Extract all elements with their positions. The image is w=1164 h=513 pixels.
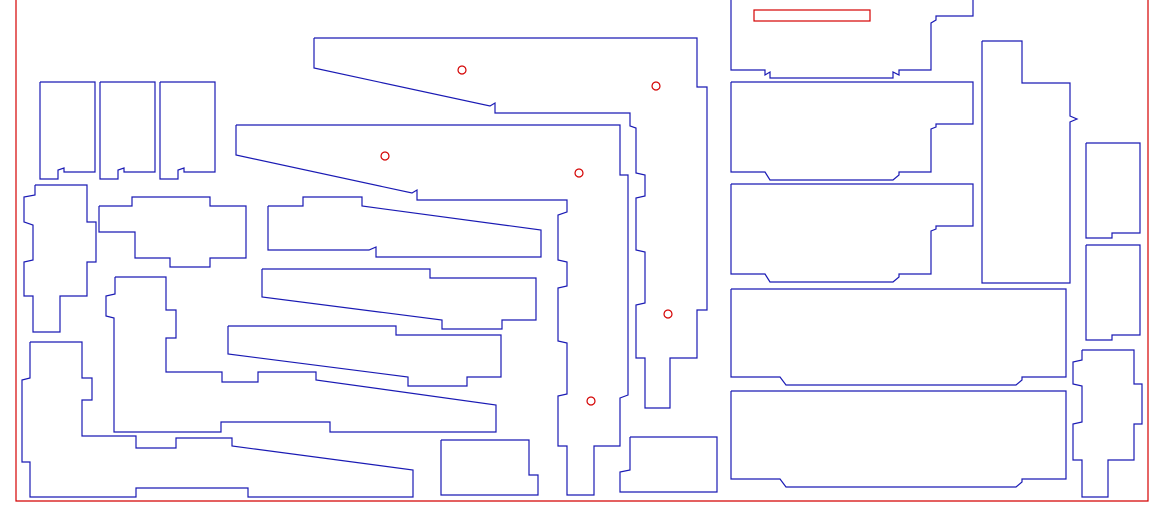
part-small-panel-2 xyxy=(99,81,156,180)
part-wedge-1 xyxy=(267,196,542,258)
hole-6 xyxy=(586,396,596,406)
part-right-panel-3 xyxy=(730,288,1067,386)
part-bottom-box-1 xyxy=(440,439,539,496)
part-left-cross-upper xyxy=(23,184,97,333)
part-small-panel-3 xyxy=(159,81,216,180)
hole-4 xyxy=(380,151,390,161)
part-wedge-2 xyxy=(261,268,537,330)
part-l-bracket-upper xyxy=(313,37,708,409)
part-small-panel-1 xyxy=(39,81,96,180)
part-bottom-left-long xyxy=(21,341,414,498)
part-right-panel-2 xyxy=(730,183,974,283)
engraving-slot xyxy=(753,9,871,22)
part-l-bracket-lower xyxy=(235,124,629,496)
part-right-panel-4 xyxy=(730,390,1067,488)
hole-5 xyxy=(574,168,584,178)
sheet-border xyxy=(15,0,1149,502)
part-wedge-3 xyxy=(227,325,502,387)
hole-1 xyxy=(457,65,467,75)
hole-3 xyxy=(663,309,673,319)
part-right-panel-1 xyxy=(730,81,974,181)
part-long-arm xyxy=(105,276,497,433)
part-cross-horizontal xyxy=(98,196,247,268)
part-tall-right xyxy=(981,40,1079,284)
part-far-right-box-2 xyxy=(1085,244,1141,341)
part-far-right-cross xyxy=(1072,349,1143,498)
part-far-right-box-1 xyxy=(1085,142,1141,239)
hole-2 xyxy=(651,81,661,91)
part-bottom-box-2 xyxy=(619,436,718,493)
part-top-right xyxy=(730,0,974,79)
